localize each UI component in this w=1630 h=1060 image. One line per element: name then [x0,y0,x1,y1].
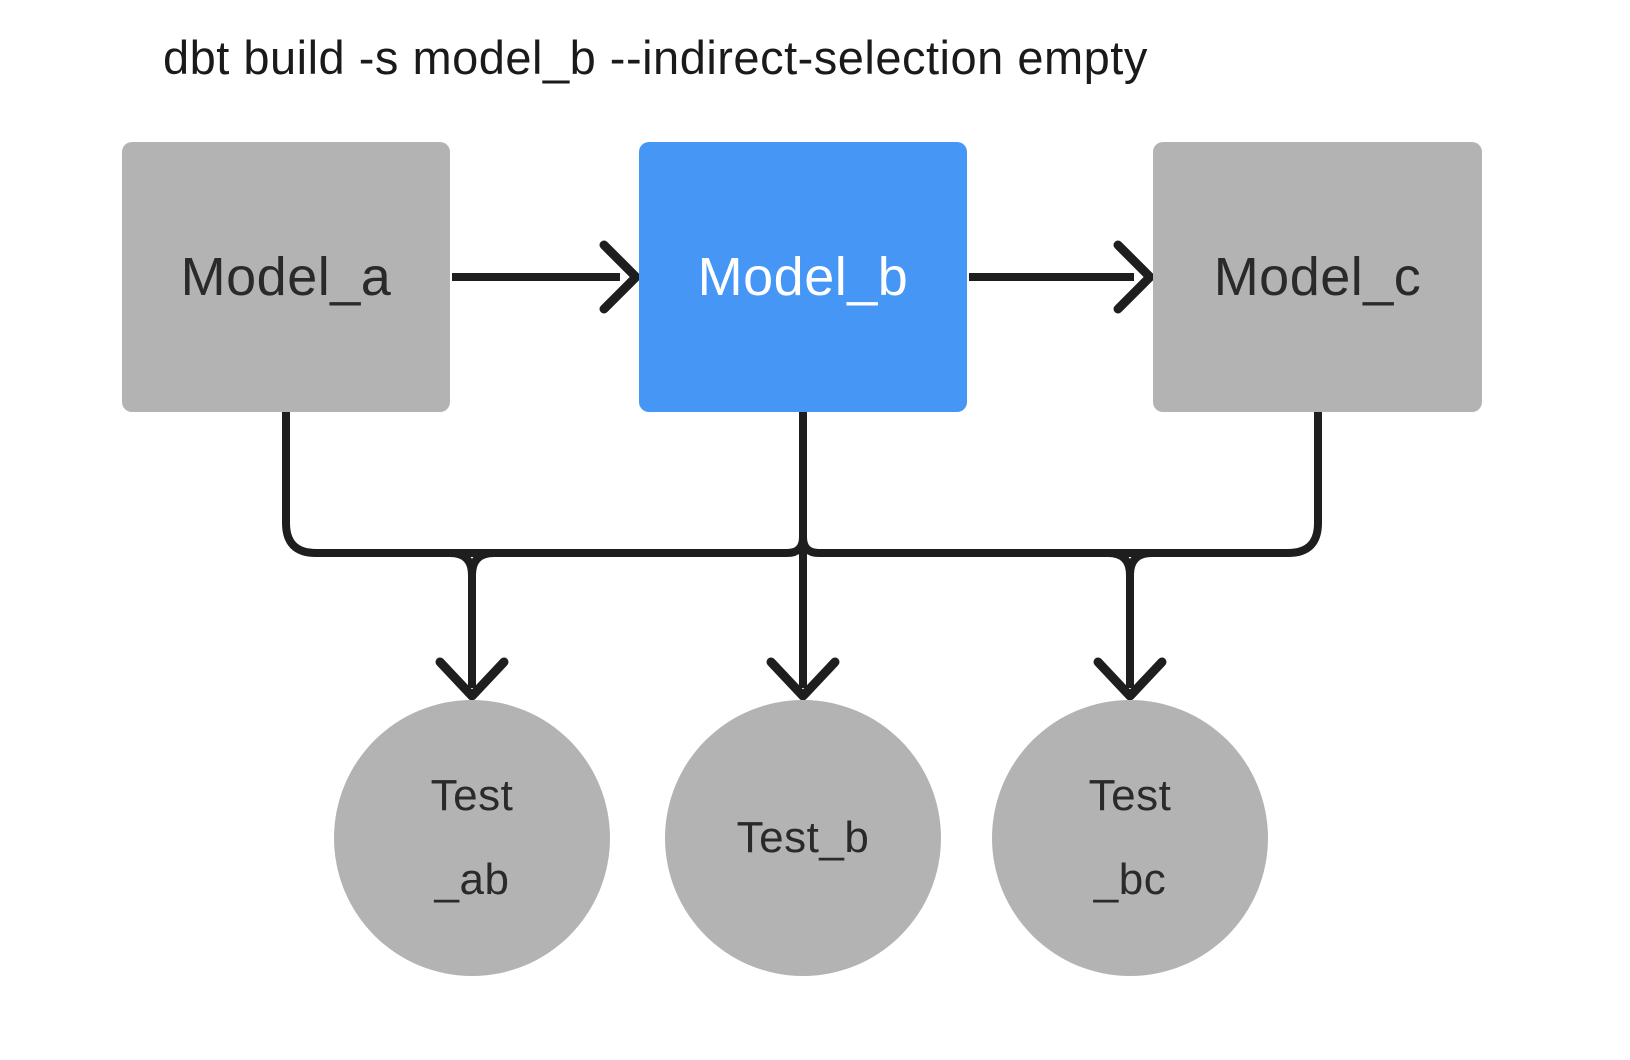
test-label-line2: _ab [434,855,510,904]
arrowhead-right-icon [599,240,641,314]
edge-model-b-to-test-b [766,412,840,701]
test-label-line1: Test [1088,771,1172,820]
test-node-test-b: Test_b [665,700,941,976]
edge-model-a-to-rail [282,412,807,557]
diagram-title: dbt build -s model_b --indirect-selectio… [163,31,1148,84]
node-model-b-selected: Model_b [639,142,967,412]
edge-model-c-to-rail [799,412,1322,557]
edge-model-b-to-model-c [969,240,1155,314]
test-label-line1: Test [430,771,514,820]
test-label-line2: _bc [1093,855,1167,904]
test-node-test-bc: Test _bc [992,700,1268,976]
node-model-a: Model_a [122,142,450,412]
node-model-c: Model_c [1153,142,1482,412]
node-label: Model_c [1213,247,1422,307]
arrowhead-right-icon [1113,240,1155,314]
node-label: Model_a [180,247,392,307]
edge-model-a-to-model-b [452,240,641,314]
arrowhead-down-icon [1093,657,1167,701]
arrowhead-down-icon [766,657,840,701]
arrowhead-down-icon [435,657,509,701]
node-label: Model_b [697,247,909,307]
test-label-line1: Test_b [736,813,870,862]
edge-rail-to-test-bc [1093,549,1167,701]
edge-rail-to-test-ab [435,549,509,701]
test-node-test-ab: Test _ab [334,700,610,976]
